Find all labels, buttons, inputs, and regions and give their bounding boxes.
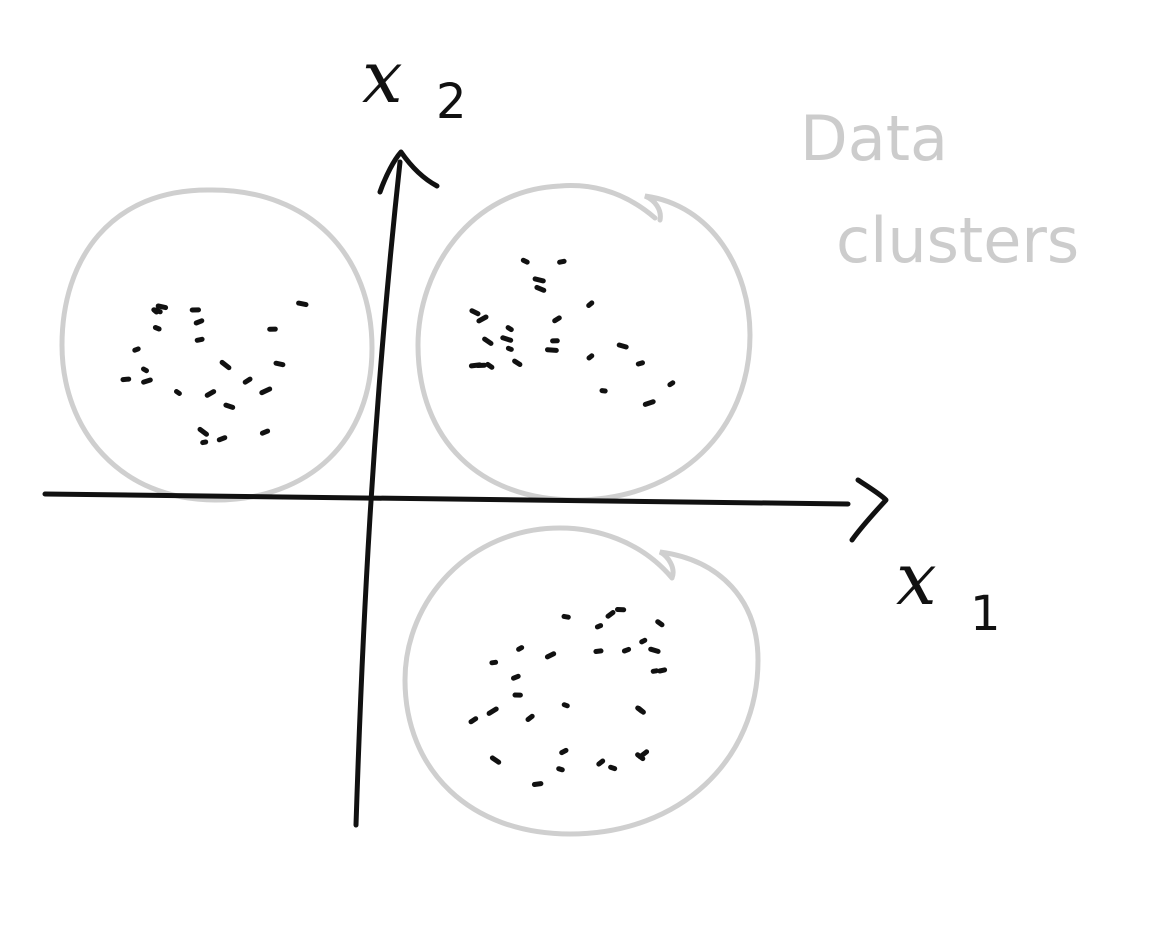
data-point-upper-right xyxy=(505,345,514,352)
data-point-upper-left xyxy=(141,377,153,385)
data-point-upper-right xyxy=(520,257,530,265)
data-point-lower-right xyxy=(608,764,618,772)
annotation-line-1: Data xyxy=(800,102,948,175)
x-axis-label-main: x xyxy=(896,537,937,621)
axes xyxy=(42,149,889,828)
data-point-upper-right xyxy=(532,276,546,284)
data-point-upper-right xyxy=(545,347,559,353)
data-point-upper-right xyxy=(642,399,656,407)
data-point-upper-right xyxy=(616,342,629,350)
x-axis-arrowhead xyxy=(849,477,889,543)
data-point-lower-right xyxy=(561,702,570,709)
data-point-lower-right xyxy=(635,752,646,762)
data-point-lower-right xyxy=(511,673,521,681)
data-point-lower-right xyxy=(486,706,499,716)
data-point-lower-right xyxy=(639,637,648,645)
data-point-upper-left xyxy=(120,376,132,383)
data-point-upper-left xyxy=(216,435,228,443)
data-point-upper-left xyxy=(141,366,149,374)
data-point-upper-left xyxy=(193,318,205,326)
data-point-lower-right xyxy=(559,747,569,756)
x-axis-line xyxy=(42,491,851,507)
data-point-upper-right xyxy=(482,336,494,346)
data-point-upper-left xyxy=(194,336,205,343)
data-point-upper-right xyxy=(469,308,481,317)
data-point-upper-right xyxy=(485,361,495,370)
data-point-upper-left xyxy=(155,303,169,311)
data-point-lower-right xyxy=(596,758,606,767)
data-point-upper-left xyxy=(259,386,273,396)
data-point-upper-left xyxy=(242,376,253,385)
data-point-upper-right xyxy=(586,300,595,308)
cluster-rings xyxy=(59,183,761,837)
data-point-upper-right xyxy=(557,258,567,265)
data-point-upper-left xyxy=(204,389,217,398)
data-point-upper-right xyxy=(552,315,562,324)
y-axis-arrowhead xyxy=(377,149,440,195)
data-point-upper-left xyxy=(219,359,232,371)
data-point-lower-right xyxy=(594,623,604,630)
data-point-upper-right xyxy=(476,314,489,324)
data-point-lower-right xyxy=(657,667,668,674)
y-axis-label-main: x xyxy=(362,35,403,119)
x-axis-label-subscript: 1 xyxy=(970,586,1001,642)
cluster-ring-upper-left xyxy=(59,187,375,503)
cluster-ring-upper-right xyxy=(415,183,753,503)
data-point-lower-right xyxy=(655,619,665,628)
data-point-lower-right xyxy=(489,755,502,765)
data-point-lower-right xyxy=(544,651,557,660)
data-point-upper-right xyxy=(534,284,547,293)
data-point-upper-left xyxy=(174,389,182,396)
y-axis-label-subscript: 2 xyxy=(436,74,467,130)
data-point-upper-left xyxy=(259,428,271,436)
cluster-ring-lower-right xyxy=(402,525,761,837)
y-axis-line xyxy=(353,159,403,828)
data-points xyxy=(120,257,676,787)
data-point-lower-right xyxy=(525,713,535,722)
data-point-upper-right xyxy=(505,325,514,333)
data-point-upper-right xyxy=(468,362,483,369)
data-point-lower-right xyxy=(561,613,571,620)
data-point-lower-right xyxy=(531,781,544,787)
data-point-upper-right xyxy=(635,360,645,367)
data-point-upper-left xyxy=(223,402,236,410)
data-point-lower-right xyxy=(489,659,499,666)
data-point-upper-right xyxy=(512,358,523,367)
data-point-upper-left xyxy=(296,300,309,308)
data-point-upper-left xyxy=(132,346,141,353)
data-point-lower-right xyxy=(468,716,479,725)
data-point-upper-right xyxy=(586,353,595,361)
data-point-lower-right xyxy=(648,646,661,654)
data-point-upper-left xyxy=(152,325,162,332)
data-point-upper-left xyxy=(151,307,159,315)
data-point-upper-right xyxy=(500,335,514,343)
data-point-upper-right xyxy=(667,380,676,388)
data-point-upper-left xyxy=(273,360,286,368)
data-point-lower-right xyxy=(635,705,645,714)
annotation-line-2: clusters xyxy=(836,204,1079,277)
data-point-lower-right xyxy=(516,645,525,652)
data-point-upper-left xyxy=(197,426,209,437)
data-point-lower-right xyxy=(593,648,604,654)
data-point-upper-left xyxy=(200,439,209,446)
data-point-lower-right xyxy=(650,668,659,674)
data-point-lower-right xyxy=(556,766,565,773)
labels: x 2 x 1 Data clusters xyxy=(362,35,1079,642)
data-point-lower-right xyxy=(605,610,616,619)
data-point-lower-right xyxy=(621,646,632,654)
